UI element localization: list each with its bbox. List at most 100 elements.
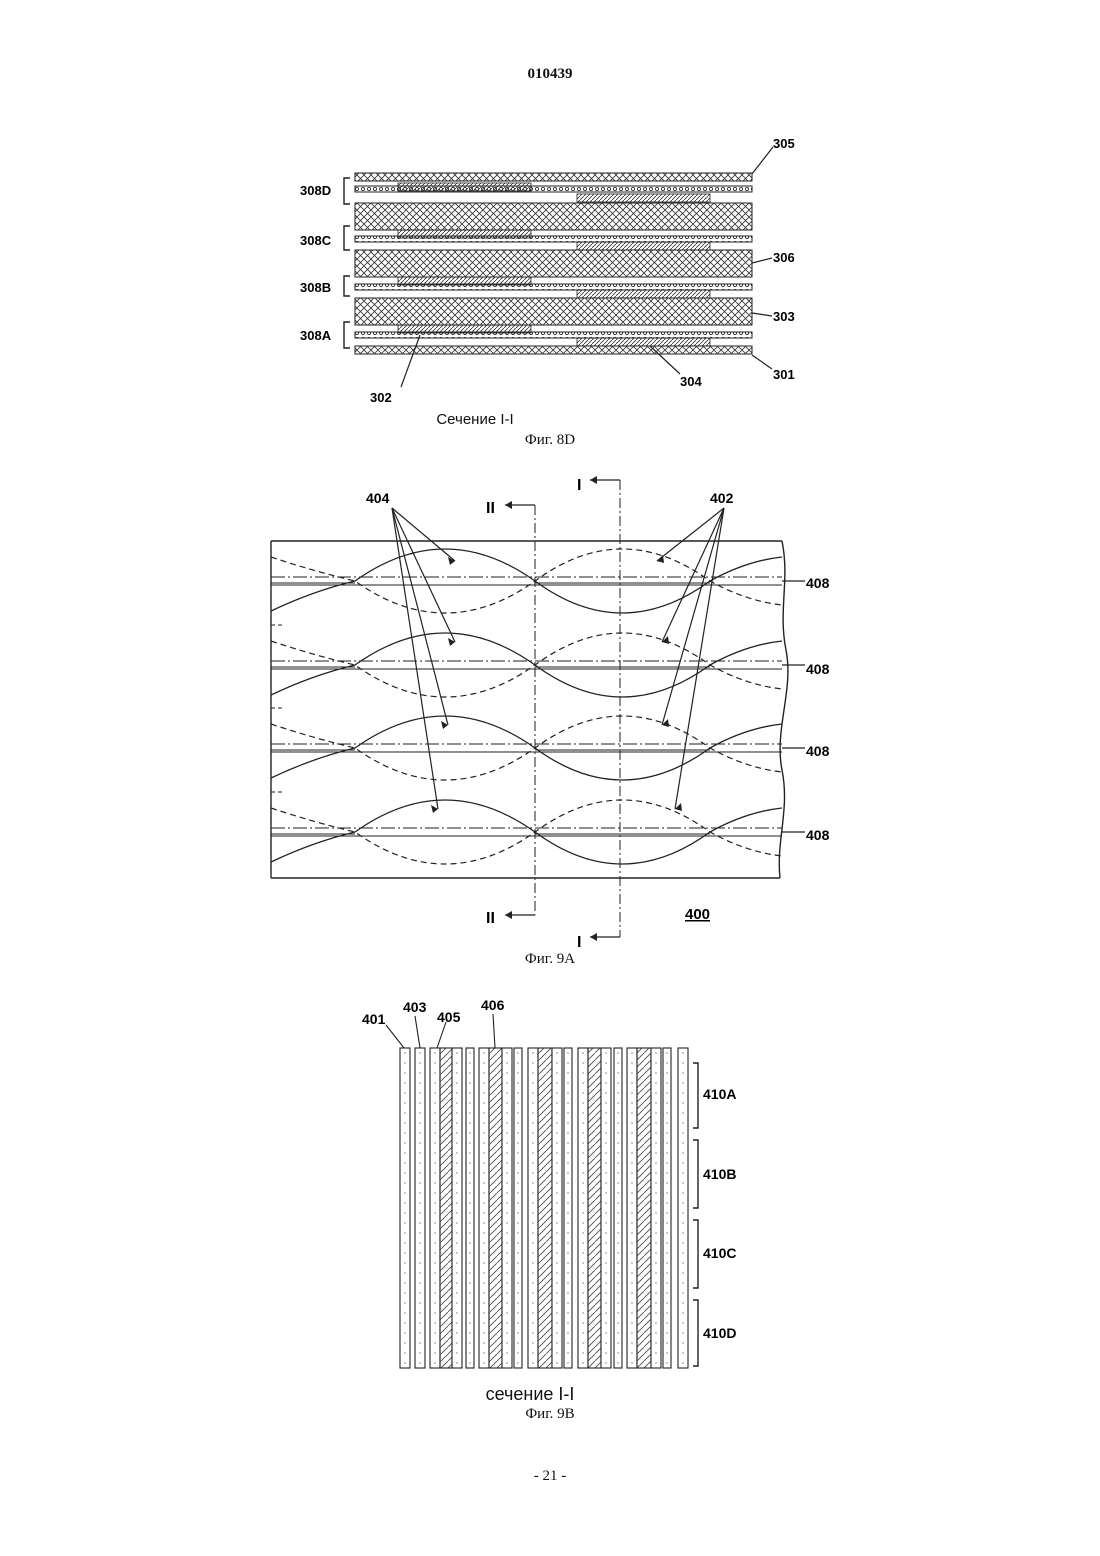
label-408-row1: 408 [806, 575, 830, 591]
label-304: 304 [680, 374, 702, 389]
strip-13 [552, 1048, 562, 1368]
dashed-wave-row-4 [271, 800, 782, 864]
dashed-wave-row-3 [271, 716, 782, 780]
leader-403 [415, 1016, 420, 1048]
layer-306 [355, 250, 752, 277]
label-410d: 410D [703, 1325, 736, 1341]
strip-15 [578, 1048, 588, 1368]
leader-306 [752, 258, 772, 263]
bracket-308b [344, 276, 350, 296]
strip-17 [601, 1048, 611, 1368]
layer-303 [355, 298, 752, 325]
bracket-410c [693, 1220, 698, 1288]
section-mark-i-bottom: I [577, 934, 581, 951]
strip-18 [614, 1048, 622, 1368]
label-408-row4: 408 [806, 827, 830, 843]
electrode-308c-right [577, 242, 710, 250]
label-305: 305 [773, 136, 795, 151]
electrode-304 [577, 338, 710, 346]
strip-2 [415, 1048, 425, 1368]
layer-308c [355, 236, 752, 242]
label-308b: 308B [300, 280, 331, 295]
strip-14 [564, 1048, 572, 1368]
section-mark-i-top: I [577, 477, 581, 494]
strip-5 [452, 1048, 462, 1368]
label-401: 401 [362, 1011, 386, 1027]
fig9a-caption: Фиг. 9A [450, 951, 650, 968]
section-mark-ii-top: II [486, 500, 495, 517]
bracket-308c [344, 226, 350, 250]
fig9b-caption: Фиг. 9B [450, 1406, 650, 1423]
leader-404-2 [392, 508, 455, 642]
label-400: 400 [685, 906, 710, 923]
arrowhead-404-4 [431, 805, 438, 813]
label-308d: 308D [300, 183, 331, 198]
label-408-row3: 408 [806, 743, 830, 759]
label-410a: 410A [703, 1086, 736, 1102]
fig9b-section-label: сечение I-I [450, 1384, 610, 1405]
arrow-i-bottom [590, 933, 597, 941]
leader-402-1 [657, 508, 724, 561]
fig8d-caption: Фиг. 8D [450, 432, 650, 449]
leader-401 [386, 1025, 404, 1048]
leader-302 [401, 335, 420, 387]
leader-405 [437, 1022, 446, 1048]
solid-wave-row-3 [271, 716, 782, 780]
label-303: 303 [773, 309, 795, 324]
label-402: 402 [710, 490, 734, 506]
dashed-wave-row-1 [271, 549, 782, 613]
label-306: 306 [773, 250, 795, 265]
leader-402-2 [662, 508, 724, 642]
bracket-410b [693, 1140, 698, 1208]
electrode-308b-right [577, 290, 710, 298]
solid-wave-row-1 [271, 549, 782, 613]
label-302: 302 [370, 390, 392, 405]
label-301: 301 [773, 367, 795, 382]
strip-21 [651, 1048, 661, 1368]
bracket-410d [693, 1300, 698, 1366]
leader-303 [752, 313, 772, 316]
label-406: 406 [481, 997, 505, 1013]
label-308a: 308A [300, 328, 332, 343]
strip-11 [528, 1048, 538, 1368]
strip-23 [678, 1048, 688, 1368]
bracket-410a [693, 1063, 698, 1128]
fig8d-section-label: Сечение I-I [400, 411, 550, 428]
strip-22 [663, 1048, 671, 1368]
electrode-308d-left [398, 183, 531, 191]
hatched-strip-20 [637, 1048, 651, 1368]
leader-305 [752, 147, 773, 174]
solid-wave-row-4 [271, 800, 782, 864]
arrow-ii-bottom [505, 911, 512, 919]
label-410b: 410B [703, 1166, 736, 1182]
strip-7 [479, 1048, 489, 1368]
dashed-wave-row-2 [271, 633, 782, 697]
leader-406 [493, 1014, 495, 1048]
layer-308a [355, 332, 752, 338]
arrow-i-top [590, 476, 597, 484]
leader-402-4 [675, 508, 724, 809]
bracket-308d [344, 178, 350, 204]
plate-right-break-edge [779, 541, 788, 878]
label-403: 403 [403, 999, 427, 1015]
label-405: 405 [437, 1009, 461, 1025]
label-308c: 308C [300, 233, 332, 248]
layer-308b [355, 284, 752, 290]
arrowhead-402-1 [657, 555, 664, 563]
label-404: 404 [366, 490, 390, 506]
electrode-308d-right [577, 194, 710, 202]
layer-305 [355, 173, 752, 181]
solid-wave-row-2 [271, 633, 782, 697]
strip-10 [514, 1048, 522, 1368]
hatched-strip-4 [440, 1048, 452, 1368]
section-mark-ii-bottom: II [486, 910, 495, 927]
hatched-strip-16 [588, 1048, 601, 1368]
figure-9a: 404 402 408 408 408 408 400 I II I II [0, 460, 1100, 960]
hatched-strip-12 [538, 1048, 552, 1368]
figure-9b: 401 403 405 406 410A 410B 410C 410D [0, 990, 1100, 1390]
layer-thick-1 [355, 203, 752, 230]
strip-9 [502, 1048, 512, 1368]
strips-9b [400, 1048, 688, 1368]
label-408-row2: 408 [806, 661, 830, 677]
strip-3 [430, 1048, 440, 1368]
